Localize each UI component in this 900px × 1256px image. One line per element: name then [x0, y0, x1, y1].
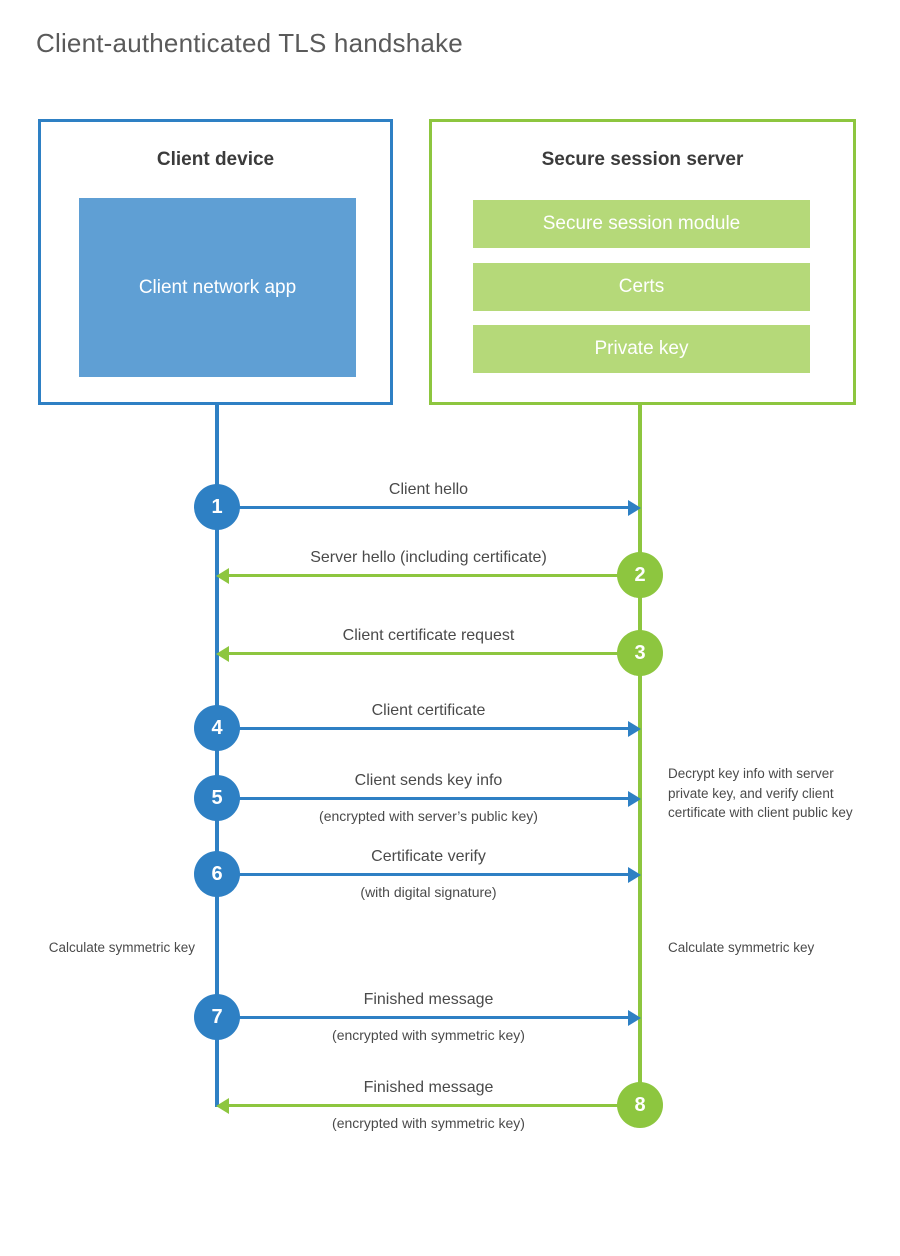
- server-component-private-key: Private key: [473, 325, 810, 373]
- step-badge-4: 4: [194, 705, 240, 751]
- server-component-label: Certs: [618, 276, 665, 297]
- server-decrypt-note: Decrypt key info with server private key…: [668, 766, 853, 821]
- message-sublabel: (encrypted with symmetric key): [332, 1027, 525, 1043]
- message-label: Finished message: [363, 991, 494, 1008]
- message-arrow-line: [219, 506, 630, 509]
- secure-session-server-box: Secure session server Secure session mod…: [429, 119, 856, 405]
- client-device-title: Client device: [156, 149, 275, 170]
- message-arrow-line: [219, 1016, 630, 1019]
- message-arrow-line: [219, 797, 630, 800]
- message-arrow-line: [219, 652, 630, 655]
- step-badge-3: 3: [617, 630, 663, 676]
- message-label: Client certificate: [371, 702, 486, 719]
- server-component-label: Private key: [594, 338, 689, 359]
- message-label: Client hello: [388, 481, 469, 498]
- server-component-label: Secure session module: [542, 213, 741, 234]
- message-arrow-line: [219, 1104, 630, 1107]
- message-sublabel: (encrypted with symmetric key): [332, 1115, 525, 1131]
- client-network-app-label: Client network app: [138, 276, 297, 298]
- step-badge-6: 6: [194, 851, 240, 897]
- server-lifeline: [638, 405, 642, 1107]
- step-badge-1: 1: [194, 484, 240, 530]
- message-arrow-head: [628, 791, 641, 807]
- message-label: Server hello (including certificate): [310, 549, 547, 566]
- client-network-app-block: Client network app: [79, 198, 356, 377]
- message-sublabel: (with digital signature): [360, 884, 497, 900]
- message-sublabel: (encrypted with server’s public key): [319, 808, 538, 824]
- message-arrow-head: [628, 867, 641, 883]
- message-arrow-head: [216, 646, 229, 662]
- message-label: Certificate verify: [371, 848, 486, 865]
- message-label: Finished message: [363, 1079, 494, 1096]
- client-calculate-symmetric-key-note: Calculate symmetric key: [48, 940, 195, 955]
- message-arrow-line: [219, 574, 630, 577]
- message-arrow-head: [628, 721, 641, 737]
- message-arrow-line: [219, 727, 630, 730]
- step-badge-2: 2: [617, 552, 663, 598]
- server-component-certs: Certs: [473, 263, 810, 311]
- step-badge-8: 8: [617, 1082, 663, 1128]
- message-arrow-line: [219, 873, 630, 876]
- message-arrow-head: [628, 1010, 641, 1026]
- client-device-box: Client device Client network app: [38, 119, 393, 405]
- server-calculate-symmetric-key-note: Calculate symmetric key: [668, 940, 815, 955]
- client-lifeline: [215, 405, 219, 1107]
- message-arrow-head: [216, 568, 229, 584]
- step-badge-5: 5: [194, 775, 240, 821]
- server-component-secure-session-module: Secure session module: [473, 200, 810, 248]
- message-label: Client sends key info: [354, 772, 503, 789]
- message-arrow-head: [216, 1098, 229, 1114]
- page-title: Client-authenticated TLS handshake: [36, 28, 463, 58]
- step-badge-7: 7: [194, 994, 240, 1040]
- secure-session-server-title: Secure session server: [541, 149, 744, 170]
- message-label: Client certificate request: [342, 627, 515, 644]
- message-arrow-head: [628, 500, 641, 516]
